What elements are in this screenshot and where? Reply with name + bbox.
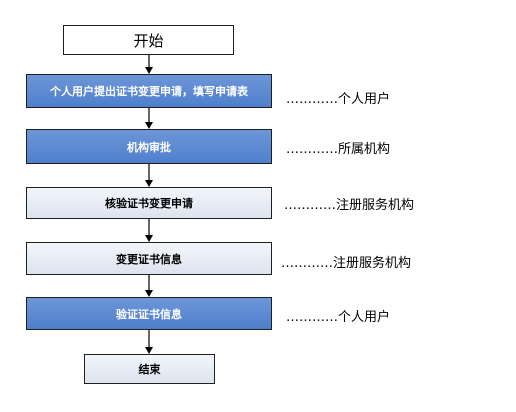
approve-label: 机构审批 (127, 140, 171, 154)
approve-node: 机构审批 (26, 129, 272, 164)
annotation-leader: ………… (281, 256, 333, 271)
change-cert-label: 变更证书信息 (116, 252, 182, 266)
annotation-approve: …………所属机构 (286, 138, 390, 157)
validate-cert-label: 验证证书信息 (116, 307, 182, 321)
end-label: 结束 (138, 363, 161, 376)
change-cert-node: 变更证书信息 (26, 242, 272, 275)
end-node: 结束 (84, 354, 215, 384)
annotation-leader: ………… (286, 92, 338, 107)
verify-request-label: 核验证书变更申请 (105, 197, 193, 210)
verify-request-node: 核验证书变更申请 (26, 187, 272, 219)
start-label: 开始 (133, 31, 164, 50)
start-node: 开始 (63, 25, 234, 55)
annotation-text: 注册服务机构 (333, 256, 412, 271)
apply-node: 个人用户提出证书变更申请，填写申请表 (26, 74, 272, 108)
annotation-text: 所属机构 (338, 142, 391, 157)
apply-label: 个人用户提出证书变更申请，填写申请表 (50, 85, 248, 98)
annotation-validate: …………个人用户 (286, 306, 390, 325)
annotation-text: 个人用户 (338, 310, 391, 325)
annotation-leader: ………… (284, 198, 336, 213)
annotation-leader: ………… (286, 142, 338, 157)
validate-cert-node: 验证证书信息 (26, 297, 272, 330)
annotation-change: …………注册服务机构 (281, 252, 411, 271)
annotation-verify: …………注册服务机构 (284, 194, 414, 213)
annotation-leader: ………… (286, 310, 338, 325)
annotation-apply: …………个人用户 (286, 88, 390, 107)
annotation-text: 注册服务机构 (336, 198, 415, 213)
annotation-text: 个人用户 (338, 92, 391, 107)
